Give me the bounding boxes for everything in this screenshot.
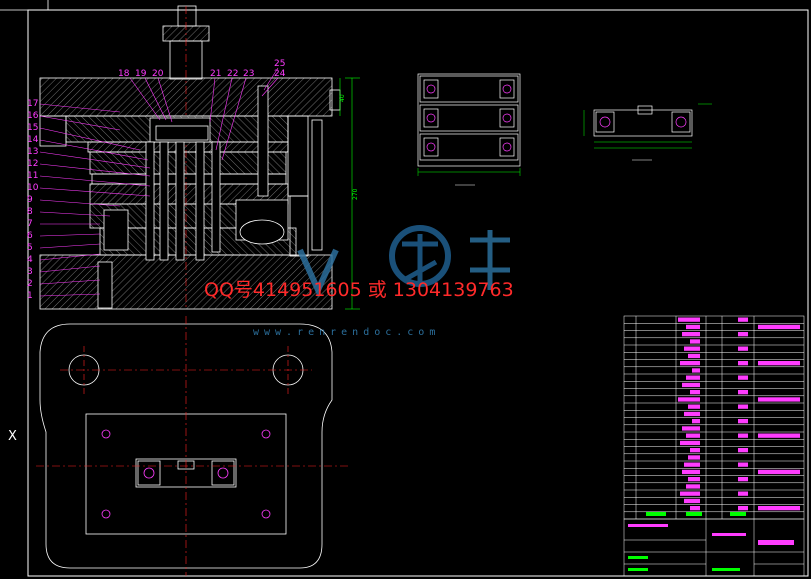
callout-1: 1 [27, 291, 33, 301]
table-name-bar [686, 324, 700, 330]
die-assembly-section: 40 270 [39, 5, 360, 310]
table-material-bar [738, 448, 748, 453]
callout-13: 13 [27, 147, 38, 157]
table-name-bar [682, 469, 700, 475]
callout-17: 17 [27, 99, 38, 109]
table-name-bar [686, 484, 700, 489]
callout-9: 9 [27, 195, 33, 205]
callout-numbers-left: 17 16 15 14 13 12 11 10 9 8 7 6 5 4 3 2 … [27, 99, 39, 301]
table-material-bar [738, 361, 748, 366]
callout-8: 8 [27, 207, 33, 217]
table-name-bar [690, 339, 700, 344]
table-name-bar [684, 462, 700, 467]
table-name-bar [690, 506, 700, 511]
table-name-bar [684, 498, 700, 504]
table-name-bar [684, 346, 700, 351]
callout-leaders [39, 67, 279, 297]
table-name-bar [682, 382, 700, 388]
table-name-bar [678, 397, 700, 402]
callout-25: 25 [274, 59, 285, 69]
table-name-bar [678, 317, 700, 322]
callout-12: 12 [27, 159, 38, 169]
callout-3: 3 [27, 267, 33, 277]
callout-6: 6 [27, 231, 33, 241]
table-name-bar [680, 491, 700, 496]
table-material-bar [738, 332, 748, 337]
callout-20: 20 [152, 69, 164, 79]
table-material-bar [738, 477, 748, 482]
table-note-bar [758, 506, 800, 511]
table-material-bar [738, 404, 748, 409]
table-material-bar [738, 462, 748, 467]
callout-21: 21 [210, 69, 221, 79]
strip-layout-view [417, 73, 521, 186]
table-material-bar [738, 491, 748, 496]
table-material-bar [738, 317, 748, 322]
callout-18: 18 [118, 69, 130, 79]
table-material-bar [738, 375, 748, 380]
table-name-bar [682, 332, 700, 337]
watermark-logo-icon [297, 225, 510, 298]
table-note-bar [758, 324, 800, 330]
table-note-bar [758, 397, 800, 402]
watermark-contact-text: QQ号414951605 或 1304139763 [204, 279, 514, 301]
callout-10: 10 [27, 183, 39, 193]
table-material-bar [738, 419, 748, 424]
table-name-bar [688, 477, 700, 482]
callout-22: 22 [227, 69, 238, 79]
workpiece-view [583, 103, 712, 161]
table-name-bar [688, 353, 700, 359]
callout-16: 16 [27, 111, 39, 121]
table-name-bar [688, 404, 700, 409]
callout-19: 19 [135, 69, 147, 79]
table-name-bar [692, 368, 700, 373]
table-note-bar [758, 469, 800, 475]
lower-die-plan-view [36, 316, 350, 576]
table-name-bar [688, 455, 700, 460]
table-name-bar [690, 390, 700, 395]
callout-7: 7 [27, 219, 33, 229]
table-material-bar [738, 346, 748, 351]
callout-4: 4 [27, 255, 33, 265]
table-name-bar [686, 433, 700, 438]
parts-list-table [623, 315, 805, 577]
svg-text:270: 270 [352, 188, 359, 200]
table-note-bar [758, 361, 800, 366]
table-name-bar [686, 375, 700, 380]
watermark-site-url: www.renrendoc.com [253, 327, 440, 338]
callout-2: 2 [27, 279, 33, 289]
svg-text:40: 40 [339, 94, 346, 102]
callout-numbers-top: 18 19 20 21 22 23 24 25 [118, 59, 286, 79]
watermark: QQ号414951605 或 1304139763 www.renrendoc.… [204, 225, 514, 338]
table-material-bar [738, 506, 748, 511]
axis-x-marker: X [8, 429, 17, 444]
table-material-bar [738, 390, 748, 395]
callout-11: 11 [27, 171, 38, 181]
callout-24: 24 [274, 69, 286, 79]
table-name-bar [680, 361, 700, 366]
table-name-bar [682, 426, 700, 431]
table-name-bar [692, 419, 700, 424]
table-name-bar [684, 411, 700, 417]
table-material-bar [738, 433, 748, 438]
callout-23: 23 [243, 69, 254, 79]
callout-14: 14 [27, 135, 39, 145]
table-name-bar [690, 448, 700, 453]
callout-15: 15 [27, 123, 38, 133]
table-name-bar [680, 440, 700, 446]
callout-5: 5 [27, 243, 33, 253]
table-note-bar [758, 433, 800, 438]
